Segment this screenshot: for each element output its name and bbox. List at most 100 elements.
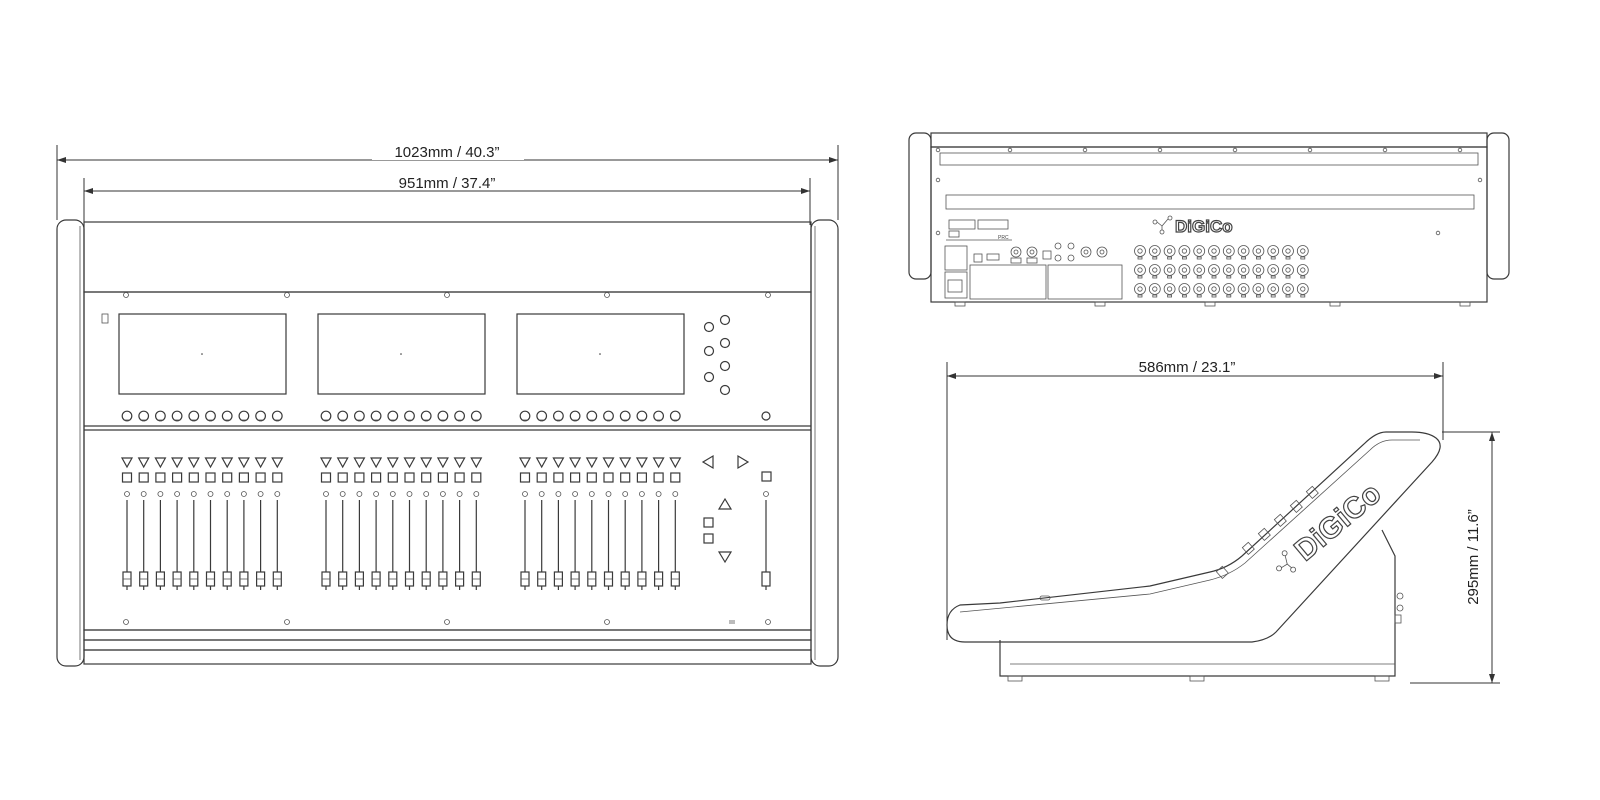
encoder [337,410,349,422]
encoder [271,410,283,422]
screen-side-knobs [703,314,731,396]
channel-button [238,472,249,483]
nav-left-arrow [701,454,714,470]
channel-button [454,472,465,483]
knob [719,384,731,396]
front-overall-width-dimension: 1023mm / 40.3” [56,142,839,220]
channel-button [620,472,631,483]
channel-button [354,472,365,483]
side-depth-dimension: 586mm / 23.1” [946,357,1444,640]
xlr-connector [1193,264,1206,276]
channel-button [387,472,398,483]
xlr-connector [1178,264,1191,276]
channel-button [519,472,531,483]
encoder [238,410,250,422]
encoder [370,410,382,422]
encoder [387,410,399,422]
xlr-connector [1222,245,1235,257]
xlr-connector [1296,264,1309,276]
channel-select-triangle [154,457,167,469]
side-buttons [1039,485,1319,601]
rear-connectors-left [973,242,1108,264]
xlr-connector [1163,245,1176,257]
xlr-connector [1163,264,1176,276]
bottom-screws [123,619,771,625]
channel-select-triangle [403,457,416,469]
xlr-connector [1134,264,1146,276]
xlr-connector [1252,245,1265,257]
screen-2 [317,313,486,395]
xlr-connector [1267,245,1280,257]
channel-button [421,472,432,483]
knob [719,360,731,372]
channel-button [272,472,283,483]
encoder [205,410,216,422]
xlr-connector [1193,283,1206,295]
front-inner-width-label: 951mm / 37.4” [399,175,496,192]
rear-brand-logo: DiGiCo [1175,217,1233,236]
xlr-connector [1237,245,1250,257]
xlr-connector [1282,245,1294,257]
channel-button [471,472,482,483]
xlr-connector [1178,245,1191,257]
channel-button [222,472,233,483]
xlr-connector [1252,264,1265,276]
side-height-dimension: 295mm / 11.6” [1410,431,1500,684]
fader-banks [120,457,682,590]
top-screws [123,292,771,298]
encoder [519,410,531,422]
knob [703,345,715,357]
knob [719,337,731,349]
encoder [255,410,267,422]
channel-select-triangle [137,457,150,469]
front-overall-width-label: 1023mm / 40.3” [394,144,499,161]
channel-button [205,472,216,483]
channel-button [121,472,133,483]
xlr-connector [1134,283,1146,295]
side-brand-logo: DiGiCo [1288,477,1387,568]
xlr-connector [1208,283,1220,295]
encoder [404,410,415,422]
channel-select-triangle [535,457,548,469]
navigation-buttons [701,411,772,624]
nav-right-arrow [737,454,750,470]
screen-1 [118,313,287,395]
xlr-connector [1208,245,1220,257]
screens [118,313,685,395]
channel-select-triangle [602,457,615,469]
channel-select-triangle [518,457,532,469]
xlr-connector [1282,264,1294,276]
channel-button [371,472,382,483]
knob [703,371,715,383]
side-depth-label: 586mm / 23.1” [1139,359,1236,376]
encoder [569,410,581,422]
channel-select-triangle [171,457,184,469]
rear-view: PRC [908,132,1510,307]
encoder [320,410,332,422]
xlr-connector [1148,283,1161,295]
knob [703,321,715,333]
channel-select-triangle [453,457,466,469]
channel-button [603,472,614,483]
channel-select-triangle [420,457,433,469]
xlr-connector [1163,283,1176,295]
side-height-label: 295mm / 11.6” [1465,509,1482,605]
xlr-connector [1296,283,1309,295]
xlr-connector [1267,283,1280,295]
channel-select-triangle [336,457,349,469]
encoder [470,410,482,422]
channel-button [670,472,681,483]
meter-bridge [83,221,812,293]
channel-button [536,472,547,483]
side-profile [946,431,1441,643]
encoder [454,410,466,422]
xlr-connector [1296,245,1309,257]
xlr-connector [1222,264,1235,276]
channel-button [653,472,664,483]
rotary-encoders [121,410,681,422]
channel-button [569,472,581,483]
channel-select-triangle [569,457,582,469]
encoder [154,410,166,422]
xlr-connector [1252,283,1265,295]
encoder [619,410,631,422]
